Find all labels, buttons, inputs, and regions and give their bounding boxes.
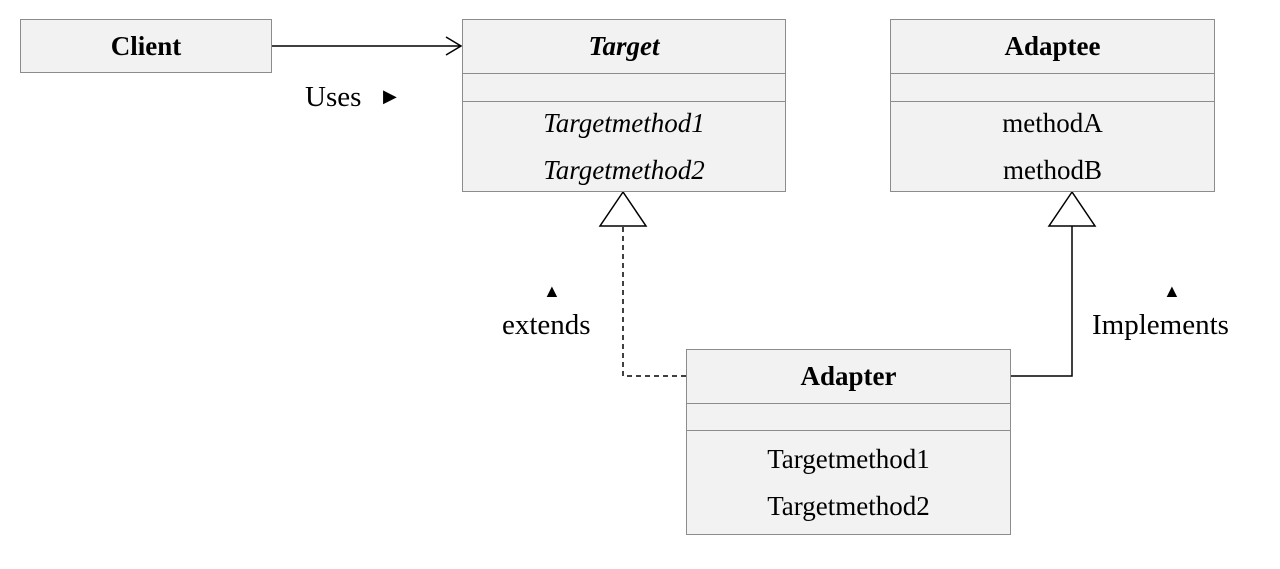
method: methodA (1002, 107, 1103, 138)
method: Targetmethod2 (543, 154, 705, 185)
class-target: Target Targetmethod1 Targetmethod2 (462, 19, 786, 192)
implements-label: Implements (1092, 308, 1229, 341)
class-name: Adapter (800, 361, 897, 391)
class-name: Target (588, 31, 660, 61)
method: Targetmethod2 (767, 490, 930, 521)
class-adaptee: Adaptee methodA methodB (890, 19, 1215, 192)
uses-label: Uses (305, 80, 362, 113)
attributes-compartment (463, 73, 785, 101)
implements-triangle (1047, 190, 1097, 227)
class-name: Client (110, 30, 182, 61)
implements-line (1011, 226, 1073, 377)
right-triangle-icon: ▶ (383, 86, 397, 106)
method: methodB (1003, 154, 1102, 185)
methods-compartment: Targetmethod1 Targetmethod2 (687, 430, 1010, 534)
method: Targetmethod1 (767, 443, 930, 474)
methods-compartment: Targetmethod1 Targetmethod2 (463, 101, 785, 191)
class-client: Client (20, 19, 272, 73)
method: Targetmethod1 (543, 107, 705, 138)
extends-triangle (598, 190, 648, 227)
extends-label: extends (502, 308, 591, 341)
class-adapter: Adapter Targetmethod1 Targetmethod2 (686, 349, 1011, 535)
class-name: Adaptee (1004, 31, 1101, 61)
attributes-compartment (687, 403, 1010, 430)
methods-compartment: methodA methodB (891, 101, 1214, 191)
extends-line (622, 226, 686, 377)
uses-arrowhead (445, 36, 463, 56)
attributes-compartment (891, 73, 1214, 101)
up-triangle-icon: ▲ (543, 281, 561, 301)
up-triangle-icon: ▲ (1163, 281, 1181, 301)
